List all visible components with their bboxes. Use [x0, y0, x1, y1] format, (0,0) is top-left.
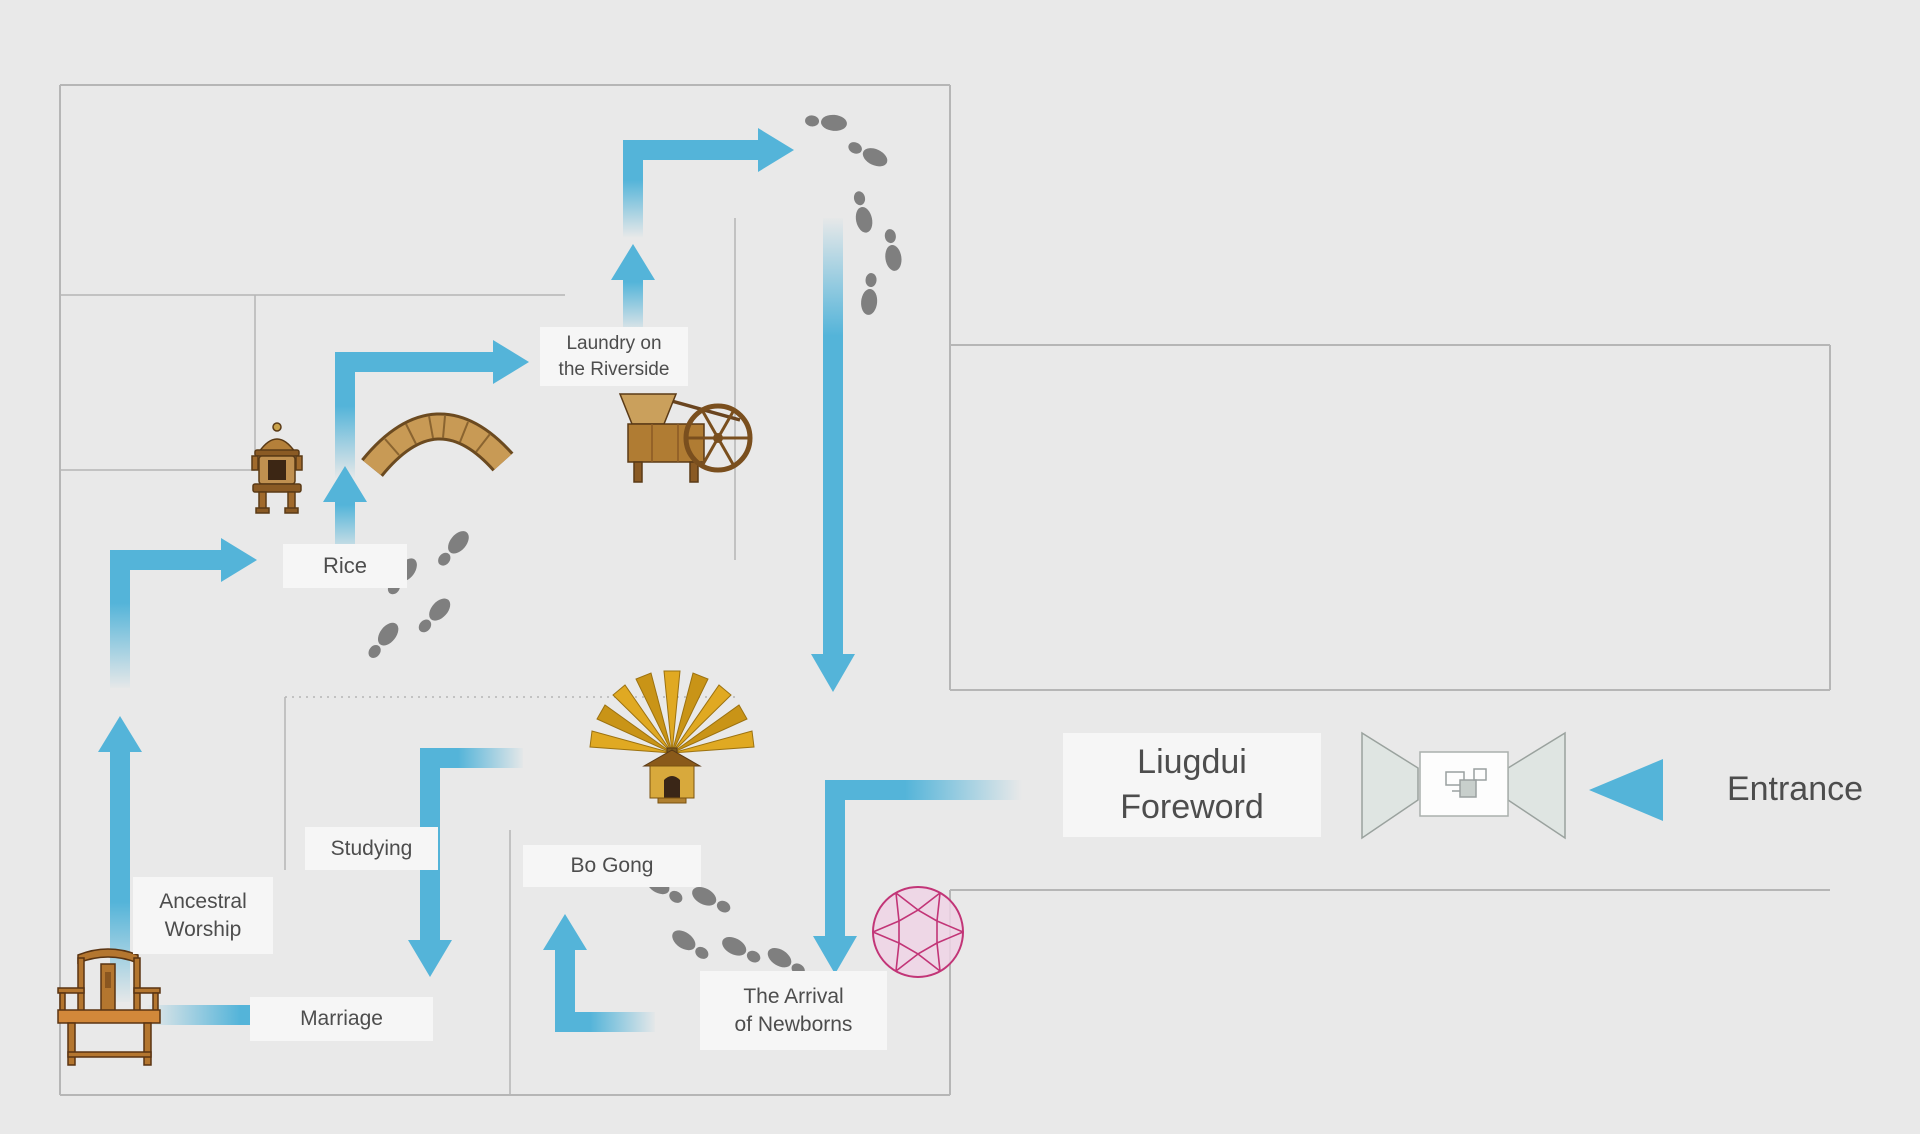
entrance-arrow — [1589, 759, 1663, 821]
label-studying: Studying — [305, 827, 438, 870]
label-rice: Rice — [283, 544, 407, 588]
to-rice-arrow — [110, 538, 257, 688]
to-laundry-arrow — [335, 340, 529, 478]
label-text: Liugdui — [1137, 743, 1247, 782]
entrance-gate-icon — [1361, 731, 1566, 840]
route-arrows — [98, 128, 1663, 1032]
label-laundry-on-the-riverside: Laundry on the Riverside — [540, 327, 688, 386]
geodesic-dome-icon — [872, 886, 964, 978]
foreword-down-arrow — [813, 780, 1022, 974]
label-ancestral-worship: Ancestral Worship — [133, 877, 273, 954]
label-text: The Arrival — [743, 984, 844, 1008]
label-text: Foreword — [1120, 788, 1264, 826]
label-text: Bo Gong — [570, 854, 654, 878]
floor-plan-walls — [59, 84, 1831, 1096]
ancestral-up-arrow — [98, 716, 142, 1002]
laundry-up-arrow — [611, 244, 655, 332]
corridor-down-arrow — [811, 218, 855, 692]
bo-gong-tree-shrine-icon — [589, 670, 755, 804]
top-exit-arrow — [623, 128, 794, 238]
label-text: Laundry on — [566, 333, 662, 355]
label-liugdui-foreword: Liugdui Foreword — [1063, 733, 1321, 837]
label-text: Entrance — [1726, 769, 1864, 808]
wooden-armchair-icon — [57, 948, 161, 1066]
label-text: Rice — [322, 553, 367, 579]
label-text: Marriage — [300, 1007, 383, 1031]
arrival-to-bogong-arrow — [543, 914, 655, 1032]
studying-to-marriage-arrow — [408, 748, 523, 977]
incense-burner-icon — [251, 422, 303, 514]
rice-up-arrow — [323, 466, 367, 556]
footprints-top-right — [804, 112, 904, 316]
label-arrival-of-newborns: The Arrival of Newborns — [700, 971, 887, 1050]
label-text: of Newborns — [734, 1012, 853, 1036]
label-text: the Riverside — [558, 358, 670, 380]
label-bo-gong: Bo Gong — [523, 845, 701, 887]
arch-bridge-icon — [361, 412, 514, 478]
label-text: Studying — [330, 836, 413, 860]
label-text: Ancestral — [159, 889, 247, 913]
label-entrance: Entrance — [1700, 764, 1890, 814]
rice-mill-icon — [618, 393, 753, 483]
label-marriage: Marriage — [250, 997, 433, 1041]
label-text: Worship — [164, 917, 242, 941]
